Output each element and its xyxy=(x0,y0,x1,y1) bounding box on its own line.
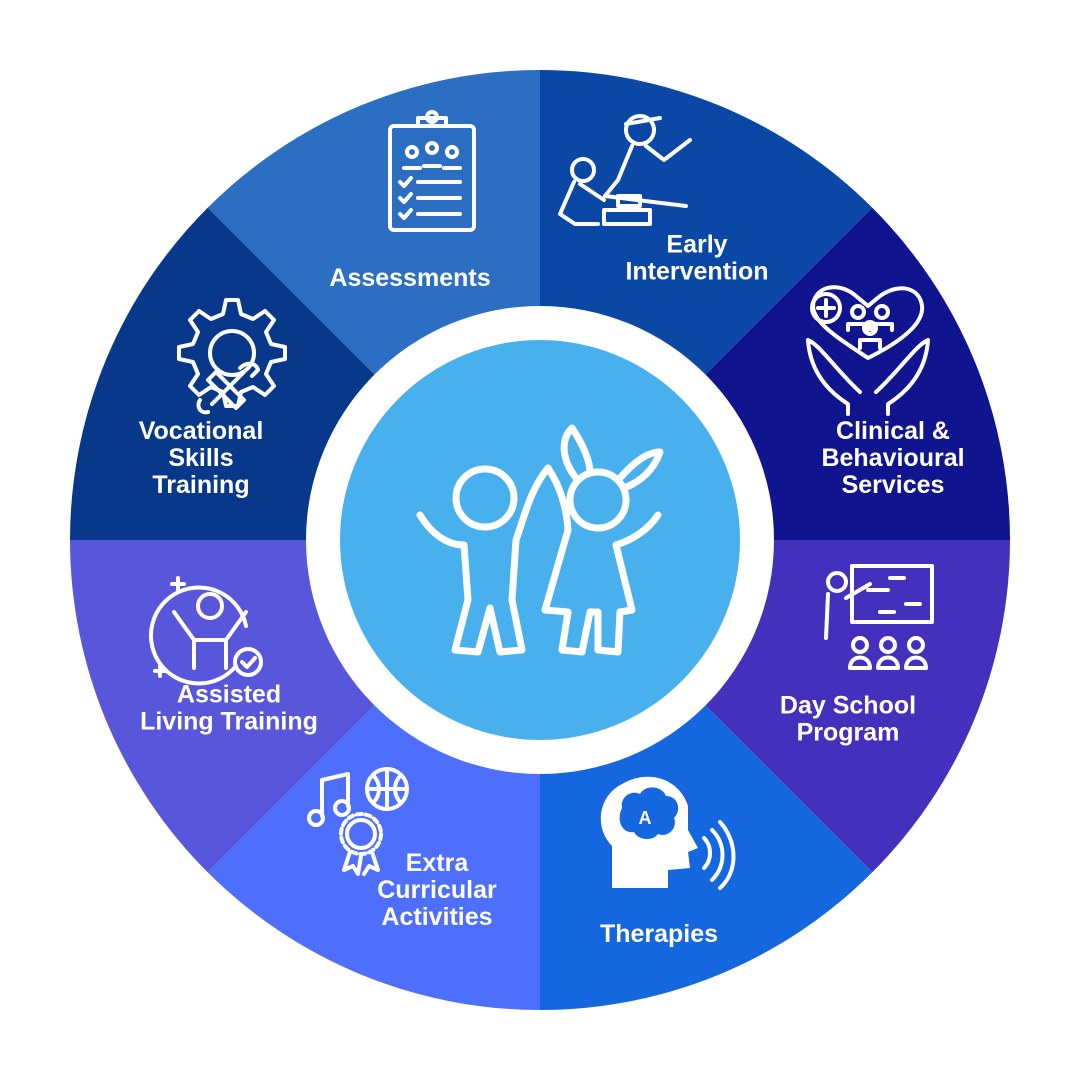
label-line: Training xyxy=(152,471,249,499)
label-line: Early xyxy=(666,231,727,259)
label-line: Curricular xyxy=(377,876,497,904)
hub-circle xyxy=(340,340,740,740)
label-line: Program xyxy=(797,719,900,747)
label-line: Services xyxy=(842,471,945,499)
music-ball-award-icon xyxy=(307,767,409,876)
clipboard-checklist-icon xyxy=(388,110,476,232)
label-therapies: Therapies xyxy=(600,920,718,948)
label-line: Skills xyxy=(168,444,233,472)
hands-heart-family-icon xyxy=(806,285,930,416)
label-line: Day School xyxy=(780,692,916,720)
classroom-presentation-icon xyxy=(824,564,934,670)
gear-tools-icon xyxy=(177,298,287,415)
celebrating-person-check-icon xyxy=(149,576,263,686)
label-line: Clinical & xyxy=(836,417,950,445)
label-line: Activities xyxy=(381,903,492,931)
label-line: Intervention xyxy=(625,258,768,286)
label-line: Extra xyxy=(406,849,470,877)
svg-text:A: A xyxy=(639,808,652,828)
teacher-child-icon xyxy=(558,114,692,226)
label-line: Assisted xyxy=(177,681,281,709)
label-assessments: Assessments xyxy=(329,264,490,292)
head-speech-icon: A xyxy=(600,776,736,890)
label-line: Living Training xyxy=(140,708,318,736)
label-line: Vocational xyxy=(139,417,264,445)
label-line: Therapies xyxy=(600,920,718,948)
label-line: Assessments xyxy=(329,264,490,292)
label-line: Behavioural xyxy=(821,444,964,472)
children-high-five-icon xyxy=(416,424,664,656)
